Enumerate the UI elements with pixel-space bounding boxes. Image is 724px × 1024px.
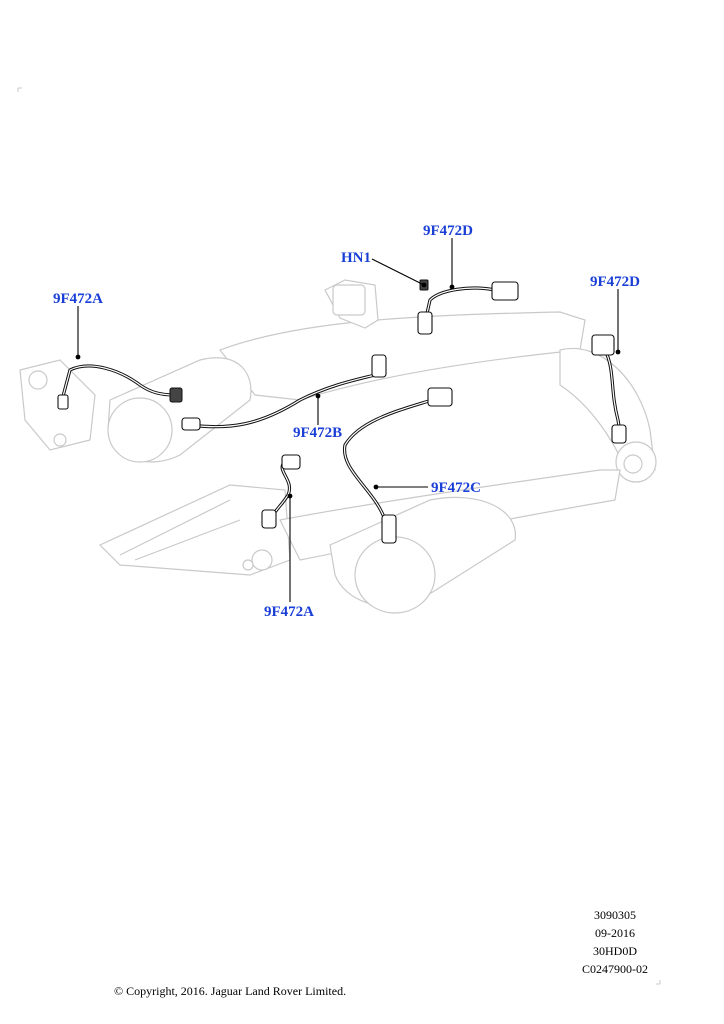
leader-lines [75, 238, 621, 602]
ref-line: C0247900-02 [582, 962, 648, 976]
sensor-9f472a-upper [57, 364, 183, 410]
corner-mark-bottom-right [656, 980, 661, 985]
callout-9f472b: 9F472B [293, 425, 342, 441]
drawing-reference-block: 3090305 09-2016 30HD0D C0247900-02 [582, 906, 648, 978]
ref-line: 30HD0D [593, 944, 637, 958]
copyright-notice: © Copyright, 2016. Jaguar Land Rover Lim… [114, 984, 347, 998]
sensor-9f472c [343, 387, 453, 544]
ref-line: 09-2016 [595, 926, 635, 940]
callout-9f472d-right: 9F472D [590, 274, 640, 290]
callout-hn1: HN1 [341, 250, 371, 266]
sensor-9f472d-right [591, 334, 627, 444]
corner-mark-top-left [17, 87, 22, 92]
sensor-9f472d-top [417, 279, 519, 335]
callout-9f472c: 9F472C [431, 480, 481, 496]
callout-9f472a-lower: 9F472A [264, 604, 314, 620]
sensor-9f472b [181, 354, 387, 431]
callout-9f472a-upper: 9F472A [53, 291, 103, 307]
ref-line: 3090305 [594, 908, 636, 922]
callout-9f472d-top: 9F472D [423, 223, 473, 239]
exhaust-system-outline [19, 279, 657, 614]
